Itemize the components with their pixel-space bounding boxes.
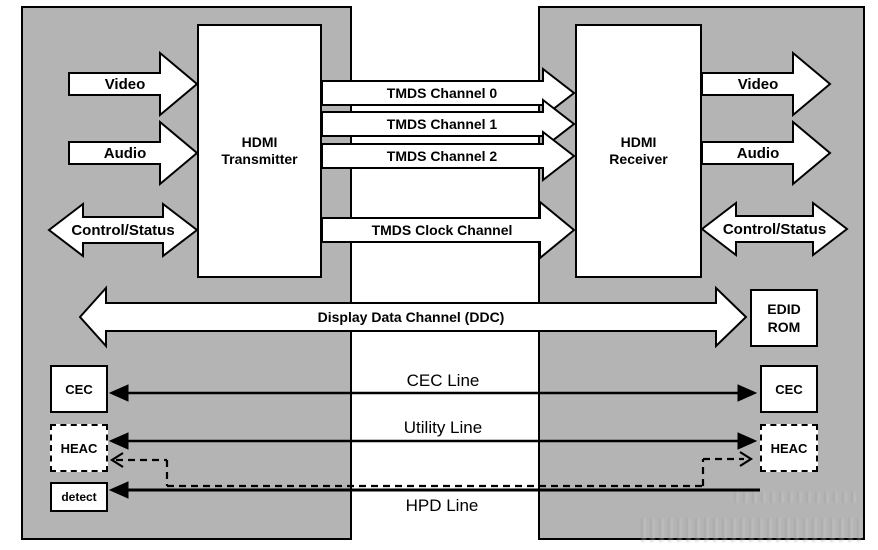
cec-box-sink-label: CEC <box>775 381 803 397</box>
cec-box-source: CEC <box>50 365 108 413</box>
edid-rom-box: EDID ROM <box>750 289 818 347</box>
heac-box-sink-label: HEAC <box>770 440 808 456</box>
audio-in-arrow <box>68 119 199 187</box>
tmds-channel1-label: TMDS Channel 1 <box>386 116 498 132</box>
video-out-label: Video <box>737 75 779 93</box>
utility-line-label: Utility Line <box>403 418 483 437</box>
heac-box-source: HEAC <box>50 424 108 472</box>
watermark-smudge <box>641 518 861 542</box>
control-status-left-label: Control/Status <box>71 221 175 239</box>
video-out-arrow <box>701 50 832 118</box>
hdmi-receiver-label-line1: HDMI <box>620 134 657 150</box>
heac-box-sink: HEAC <box>760 424 818 472</box>
hdmi-receiver-label-line2: Receiver <box>609 151 668 167</box>
hpd-line-label: HPD Line <box>405 496 479 515</box>
hpd-detect-box-label: detect <box>61 490 97 504</box>
audio-out-label: Audio <box>736 144 780 162</box>
tmds-clock-label: TMDS Clock Channel <box>371 222 513 238</box>
edid-rom-label-line2: ROM <box>767 319 801 335</box>
ddc-arrow <box>78 285 748 349</box>
cec-line-label: CEC Line <box>406 371 480 390</box>
tmds-channel0-arrow <box>321 66 576 120</box>
utility-line <box>108 432 758 450</box>
tmds-channel2-arrow <box>321 129 576 183</box>
hdmi-transmitter-box: HDMI Transmitter <box>197 24 322 278</box>
hpd-detect-box: detect <box>50 482 108 512</box>
heac-dashed-arrowheads <box>109 451 754 468</box>
cec-box-source-label: CEC <box>65 381 93 397</box>
tmds-channel1-arrow <box>321 97 576 151</box>
heac-box-source-label: HEAC <box>60 440 98 456</box>
cec-box-sink: CEC <box>760 365 818 413</box>
edid-rom-label-line1: EDID <box>767 301 801 317</box>
video-in-label: Video <box>104 75 146 93</box>
video-in-arrow <box>68 50 199 118</box>
hpd-line <box>108 481 760 499</box>
tmds-channel0-label: TMDS Channel 0 <box>386 85 498 101</box>
tmds-channel2-label: TMDS Channel 2 <box>386 148 498 164</box>
control-status-right-arrow <box>700 200 849 258</box>
audio-in-label: Audio <box>103 144 147 162</box>
cec-line <box>108 384 758 402</box>
ddc-label: Display Data Channel (DDC) <box>317 309 505 325</box>
heac-dashed-connection <box>116 457 744 488</box>
hdmi-transmitter-label-line1: HDMI <box>241 134 278 150</box>
control-status-right-label: Control/Status <box>722 220 827 238</box>
audio-out-arrow <box>701 119 832 187</box>
watermark-smudge <box>734 492 860 503</box>
hdmi-transmitter-label-line2: Transmitter <box>221 151 298 167</box>
hdmi-receiver-box: HDMI Receiver <box>575 24 702 278</box>
tmds-clock-arrow <box>321 199 576 261</box>
